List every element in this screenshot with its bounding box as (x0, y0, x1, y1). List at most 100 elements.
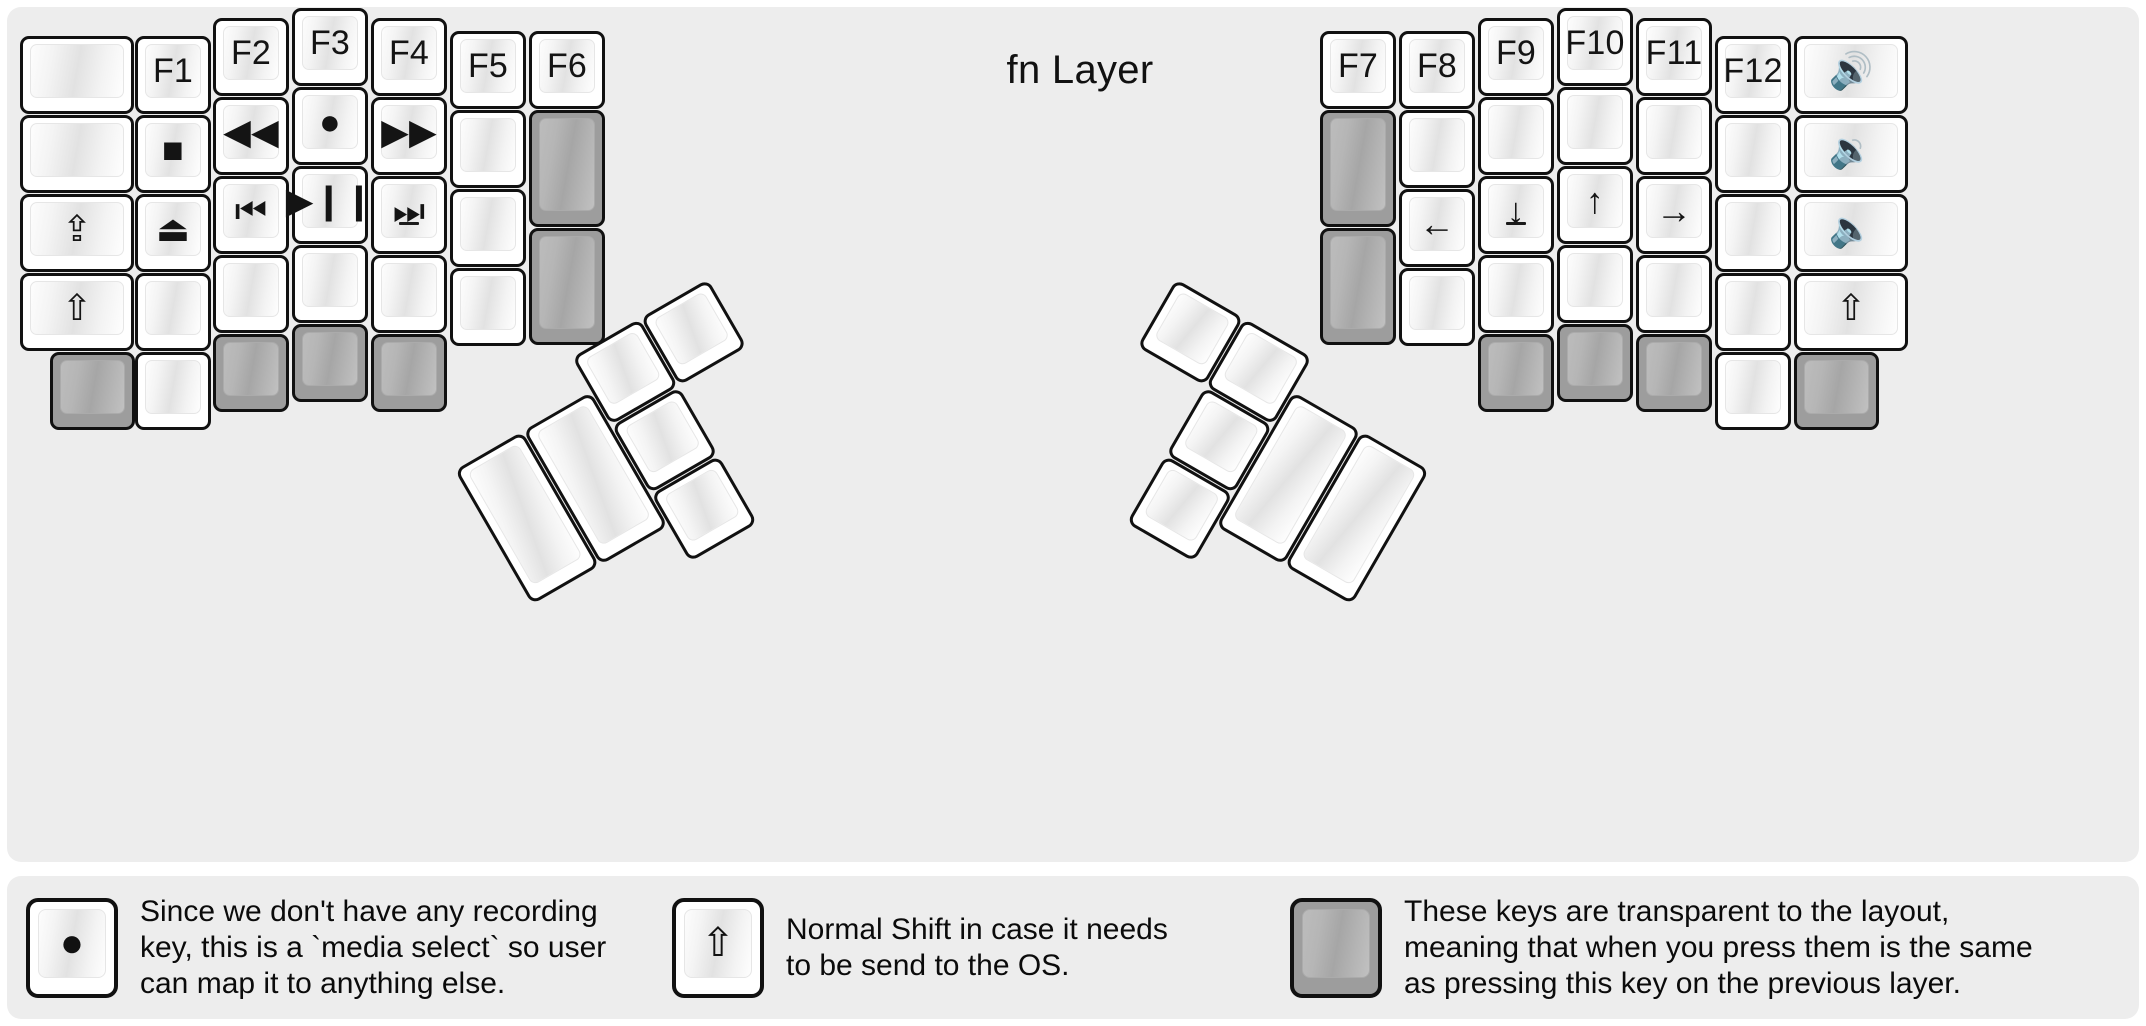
rewind-icon--col-f2[interactable]: ◀◀ (213, 97, 289, 175)
blank-key--col-f1[interactable] (135, 273, 211, 351)
key-cap (1567, 253, 1623, 307)
blank-key--col-f5[interactable] (450, 189, 526, 267)
key-cap (381, 26, 437, 80)
eject-icon--col-f1[interactable]: ⏏ (135, 194, 211, 272)
previous-track-icon--col-f2[interactable]: ⏮ (213, 176, 289, 254)
volume-up-icon--col-outer-right[interactable]: 🔊 (1794, 36, 1908, 114)
key-cap (1725, 360, 1781, 414)
blank-key--col-outer-left[interactable] (20, 115, 134, 193)
transparent-key--col-f7[interactable] (1320, 228, 1396, 345)
transparent-key--col-f7[interactable] (1320, 110, 1396, 227)
shift-icon--col-outer-right[interactable]: ⇧ (1794, 273, 1908, 351)
arrow-down-icon--col-f9[interactable]: ↓ (1478, 176, 1554, 254)
key-cap (381, 105, 437, 159)
key-cap (539, 236, 595, 329)
key-cap (460, 276, 516, 330)
blank-key--col-f11[interactable] (1636, 255, 1712, 333)
shift-icon--col-outer-left[interactable]: ⇧ (20, 273, 134, 351)
blank-key--col-f10[interactable] (1557, 87, 1633, 165)
key-cap (1725, 281, 1781, 335)
key-cap (223, 342, 279, 396)
f2-key--col-f2[interactable]: F2 (213, 18, 289, 96)
legend-description: Since we don't have any recording key, t… (140, 894, 607, 1000)
key-cap (1409, 197, 1465, 251)
blank-key--col-f12[interactable] (1715, 352, 1791, 430)
key-cap (302, 332, 358, 386)
blank-key--col-f8[interactable] (1399, 110, 1475, 188)
blank-key--col-f11[interactable] (1636, 97, 1712, 175)
key-cap (1567, 332, 1623, 386)
blank-key--col-f8[interactable] (1399, 268, 1475, 346)
volume-mute-icon--col-outer-right[interactable]: 🔈 (1794, 194, 1908, 272)
f7-key--col-f7[interactable]: F7 (1320, 31, 1396, 109)
f1-key--col-f1[interactable]: F1 (135, 36, 211, 114)
key-cap (1488, 105, 1544, 159)
blank-key--col-f12[interactable] (1715, 194, 1791, 272)
blank-key--col-f12[interactable] (1715, 273, 1791, 351)
arrow-left-icon--col-f8[interactable]: ← (1399, 189, 1475, 267)
blank-key--col-f10[interactable] (1557, 245, 1633, 323)
f12-key--col-f12[interactable]: F12 (1715, 36, 1791, 114)
key-cap (1646, 263, 1702, 317)
f4-key--col-f4[interactable]: F4 (371, 18, 447, 96)
shift-icon: ⇧ (672, 897, 764, 998)
blank-key--col-f12[interactable] (1715, 115, 1791, 193)
f8-key--col-f8[interactable]: F8 (1399, 31, 1475, 109)
key-cap (1409, 118, 1465, 172)
key-cap (38, 908, 106, 978)
f3-key--col-f3[interactable]: F3 (292, 8, 368, 86)
key-cap (1725, 202, 1781, 256)
blank-key--col-f4[interactable] (371, 255, 447, 333)
key-cap (302, 253, 358, 307)
blank-key--col-f3[interactable] (292, 245, 368, 323)
f10-key--col-f10[interactable]: F10 (1557, 8, 1633, 86)
transparent-key-icon (1290, 897, 1382, 998)
key-cap (223, 263, 279, 317)
legend-panel (7, 876, 2139, 1019)
transparent-key--col-f9[interactable] (1478, 334, 1554, 412)
arrow-right-icon--col-f11[interactable]: → (1636, 176, 1712, 254)
legend-key-glyph (1294, 909, 1378, 978)
blank-key--col-f2[interactable] (213, 255, 289, 333)
transparent-key--col-f10[interactable] (1557, 324, 1633, 402)
blank-key--col-f5[interactable] (450, 268, 526, 346)
f5-key--col-f5[interactable]: F5 (450, 31, 526, 109)
key-cap (1804, 202, 1898, 256)
transparent-key--col-f6[interactable] (529, 110, 605, 227)
f6-key--col-f6[interactable]: F6 (529, 31, 605, 109)
caps-lock-icon--col-outer-left[interactable]: ⇪ (20, 194, 134, 272)
key-cap (145, 281, 201, 335)
transparent-key--col-outer-left[interactable] (50, 352, 135, 430)
fast-forward-icon--col-f4[interactable]: ▶▶ (371, 97, 447, 175)
f9-key--col-f9[interactable]: F9 (1478, 18, 1554, 96)
key-cap (145, 123, 201, 177)
record-icon--col-f3[interactable]: ● (292, 87, 368, 165)
key-cap (1488, 26, 1544, 80)
volume-down-icon--col-outer-right[interactable]: 🔉 (1794, 115, 1908, 193)
homing-mark (1506, 222, 1526, 225)
key-cap (1646, 184, 1702, 238)
arrow-up-icon--col-f10[interactable]: ↑ (1557, 166, 1633, 244)
blank-key--col-f9[interactable] (1478, 97, 1554, 175)
legend-description: These keys are transparent to the layout… (1404, 894, 2033, 1000)
key-cap (145, 202, 201, 256)
transparent-key--col-f2[interactable] (213, 334, 289, 412)
transparent-key--col-f11[interactable] (1636, 334, 1712, 412)
key-cap (302, 16, 358, 70)
stop-icon--col-f1[interactable]: ■ (135, 115, 211, 193)
f11-key--col-f11[interactable]: F11 (1636, 18, 1712, 96)
blank-key--col-f1[interactable] (135, 352, 211, 430)
transparent-key--col-f6[interactable] (529, 228, 605, 345)
blank-key--col-f9[interactable] (1478, 255, 1554, 333)
key-cap (1804, 281, 1898, 335)
key-cap (1488, 263, 1544, 317)
transparent-key--col-f3[interactable] (292, 324, 368, 402)
transparent-key--col-outer-right[interactable] (1794, 352, 1879, 430)
key-cap (1567, 95, 1623, 149)
blank-key--col-f5[interactable] (450, 110, 526, 188)
next-track-icon--col-f4[interactable]: ⏭ (371, 176, 447, 254)
play-pause-icon--col-f3[interactable]: ▶❙❙ (286, 166, 374, 244)
blank-key--col-outer-left[interactable] (20, 36, 134, 114)
transparent-key--col-f4[interactable] (371, 334, 447, 412)
